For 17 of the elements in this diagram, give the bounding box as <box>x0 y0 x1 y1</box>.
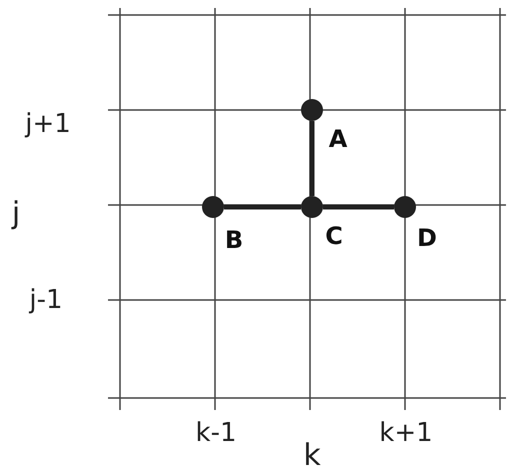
grid-point <box>301 196 323 218</box>
axis-index-label: j-1 <box>29 287 63 313</box>
axis-index-label: j <box>12 199 20 229</box>
stencil-line <box>224 204 301 210</box>
point-label: A <box>328 127 348 151</box>
grid-point <box>202 196 224 218</box>
grid-point <box>394 196 416 218</box>
point-label: D <box>417 226 437 250</box>
axis-index-label: k-1 <box>196 420 236 446</box>
stencil-line <box>323 204 394 210</box>
axis-index-label: k+1 <box>379 420 433 446</box>
point-label: B <box>224 228 244 252</box>
point-label: C <box>325 224 343 248</box>
axis-index-label: k <box>303 441 321 470</box>
grid-point <box>301 99 323 121</box>
stencil-line <box>310 121 314 196</box>
axis-index-label: j+1 <box>25 111 71 137</box>
